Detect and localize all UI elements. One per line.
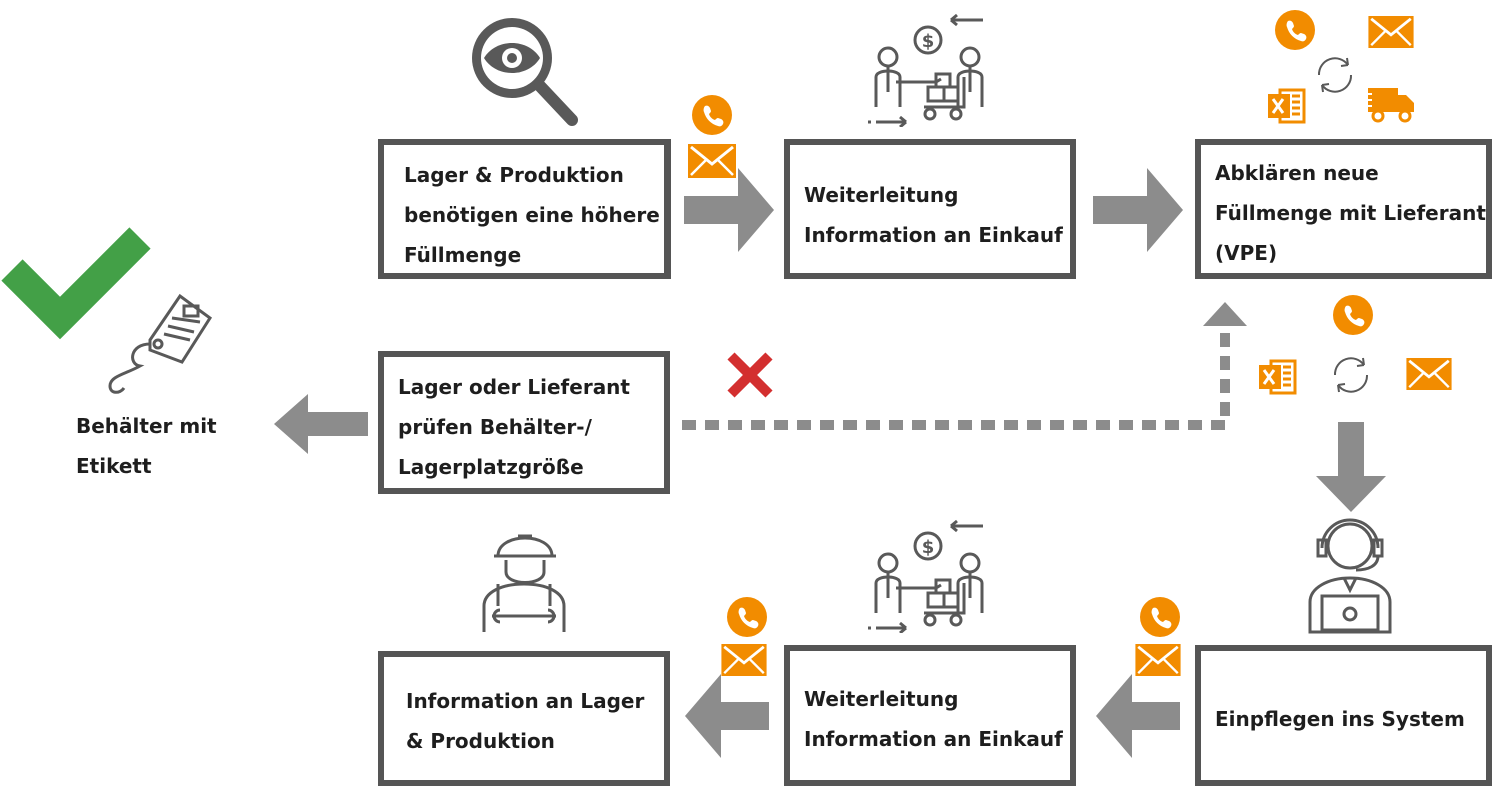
tag-icon (108, 293, 213, 394)
step1-box: Lager & Produktion benötigen eine höhere… (378, 139, 670, 279)
arrow-step3-to-step4 (1316, 422, 1386, 512)
arrow-step7-to-result (274, 394, 368, 454)
phone-icon (692, 95, 732, 135)
mail-icon (688, 144, 736, 178)
step5-text: Weiterleitung Information an Einkauf (804, 687, 1063, 751)
refresh-icon (1333, 357, 1369, 393)
step1-text: Lager & Produktion benötigen eine höhere… (404, 163, 660, 267)
dashed-arrow-head (1203, 302, 1247, 326)
step7-box: Lager oder Lieferant prüfen Behälter-/ L… (378, 351, 670, 494)
step5-box: Weiterleitung Information an Einkauf (784, 645, 1076, 786)
step6-text: Information an Lager & Produktion (406, 689, 645, 753)
step6-box: Information an Lager & Produktion (378, 651, 670, 786)
mail-icon (1368, 16, 1414, 48)
arrow-step2-to-step3 (1093, 168, 1183, 252)
phone-icon (727, 597, 767, 637)
excel-icon (1266, 88, 1306, 124)
arrow-step1-to-step2 (684, 168, 774, 252)
dashed-feedback-line (682, 330, 1230, 430)
mail-icon (1406, 358, 1452, 390)
worker-icon (482, 534, 566, 632)
refresh-icon (1317, 57, 1353, 93)
mail-icon (1135, 644, 1181, 676)
phone-icon (1333, 295, 1373, 335)
step4-box: Einpflegen ins System (1195, 645, 1492, 786)
result-label: Behälter mit Etikett (76, 414, 217, 478)
check-icon (1, 227, 151, 340)
step2-text: Weiterleitung Information an Einkauf (804, 183, 1063, 247)
mail-icon (721, 644, 767, 676)
phone-icon (1140, 597, 1180, 637)
step2-box: Weiterleitung Information an Einkauf (784, 139, 1076, 279)
excel-icon (1257, 359, 1297, 395)
step3-box: Abklären neue Füllmenge mit Lieferant (V… (1195, 139, 1492, 279)
arrow-step4-to-step5 (1096, 674, 1180, 758)
arrow-step5-to-step6 (685, 674, 769, 758)
negotiation-icon (866, 519, 986, 633)
cross-icon (727, 352, 773, 398)
step3-text: Abklären neue Füllmenge mit Lieferant (V… (1215, 161, 1486, 265)
negotiation-icon (866, 13, 986, 127)
step4-text: Einpflegen ins System (1215, 707, 1465, 731)
delivery-truck-icon (1360, 88, 1414, 123)
step7-text: Lager oder Lieferant prüfen Behälter-/ L… (398, 375, 630, 479)
support-agent-icon (1308, 518, 1392, 634)
phone-icon (1275, 10, 1315, 50)
magnifier-eye-icon (472, 18, 578, 126)
